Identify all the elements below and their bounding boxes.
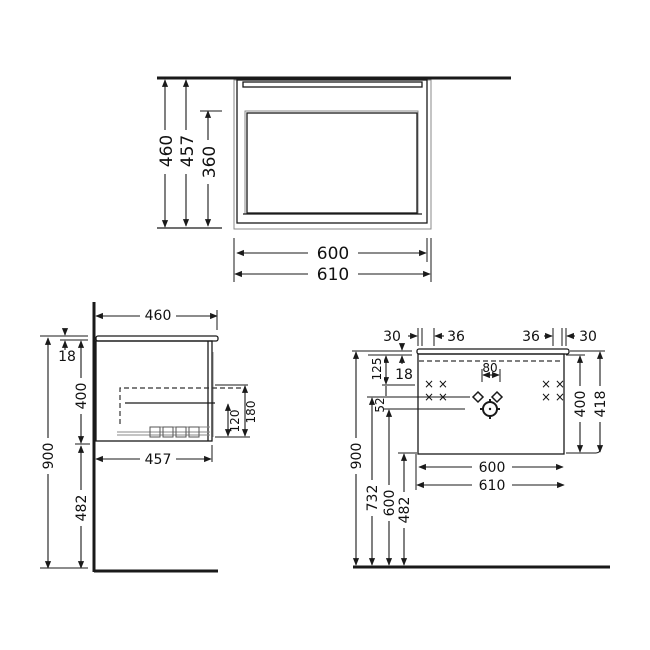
dim-side-drawer-inner: 120 xyxy=(228,410,242,433)
cabinet-body xyxy=(417,353,565,455)
svg-text:× ×: × × xyxy=(541,377,565,391)
dim-front-worktop-thickness: 18 xyxy=(395,367,413,383)
drawer-outline xyxy=(244,110,419,215)
waste-outlet-icon xyxy=(480,399,500,419)
drawer-box xyxy=(246,112,418,214)
dim-front-waste-offset: 52 xyxy=(373,397,387,412)
tap-holes xyxy=(471,390,504,404)
dim-front-unit-height-with-top: 418 xyxy=(593,391,609,418)
side-view: 460 457 900 18 400 482 120 180 xyxy=(38,302,258,573)
dim-front-floor-to-unit: 482 xyxy=(397,497,413,524)
dim-side-worktop-thickness: 18 xyxy=(58,349,76,365)
dim-side-overall-height: 900 xyxy=(41,443,57,470)
svg-text:× ×: × × xyxy=(541,390,565,404)
dim-front-fixing-height: 732 xyxy=(365,485,381,512)
worktop-outline xyxy=(233,79,432,230)
top-view: 460 457 360 600 610 xyxy=(154,76,511,285)
svg-text:× ×: × × xyxy=(424,377,448,391)
dim-top-depth-drawer: 360 xyxy=(200,146,220,178)
back-panel xyxy=(242,81,423,88)
dim-top-width-body: 600 xyxy=(317,244,349,264)
dim-front-side-left-outer: 30 xyxy=(383,329,401,345)
dim-side-top-depth: 460 xyxy=(145,308,172,324)
dim-front-width-body: 600 xyxy=(479,460,506,476)
drawer-outline-dashed xyxy=(119,387,245,424)
ext-line-bottom-right xyxy=(566,447,602,454)
dim-front-top-to-fixing: 125 xyxy=(370,358,384,381)
dim-side-drawer-outer: 180 xyxy=(244,401,258,424)
dim-top-width-top: 610 xyxy=(317,265,349,285)
dim-side-body-depth: 457 xyxy=(145,452,172,468)
dim-front-side-right-outer: 30 xyxy=(579,329,597,345)
dim-side-unit-height: 400 xyxy=(74,383,90,410)
dim-front-unit-height: 400 xyxy=(573,391,589,418)
worktop xyxy=(416,348,570,355)
drawer-runner xyxy=(149,426,200,438)
cabinet-body xyxy=(236,79,428,224)
cabinet-body xyxy=(95,340,213,442)
dim-top-depth-body: 457 xyxy=(178,135,198,167)
dim-front-width-top: 610 xyxy=(479,478,506,494)
dim-front-overall-height: 900 xyxy=(349,443,365,470)
dim-top-depth-total: 460 xyxy=(157,135,177,167)
front-view: × ×× × × ×× × 80 30 36 36 xyxy=(346,328,610,569)
dim-front-tap-spacing: 80 xyxy=(482,361,497,375)
dim-front-side-right-inner: 36 xyxy=(522,329,540,345)
dim-side-floor-to-unit: 482 xyxy=(74,495,90,522)
worktop xyxy=(95,335,219,342)
dim-front-side-left-inner: 36 xyxy=(447,329,465,345)
